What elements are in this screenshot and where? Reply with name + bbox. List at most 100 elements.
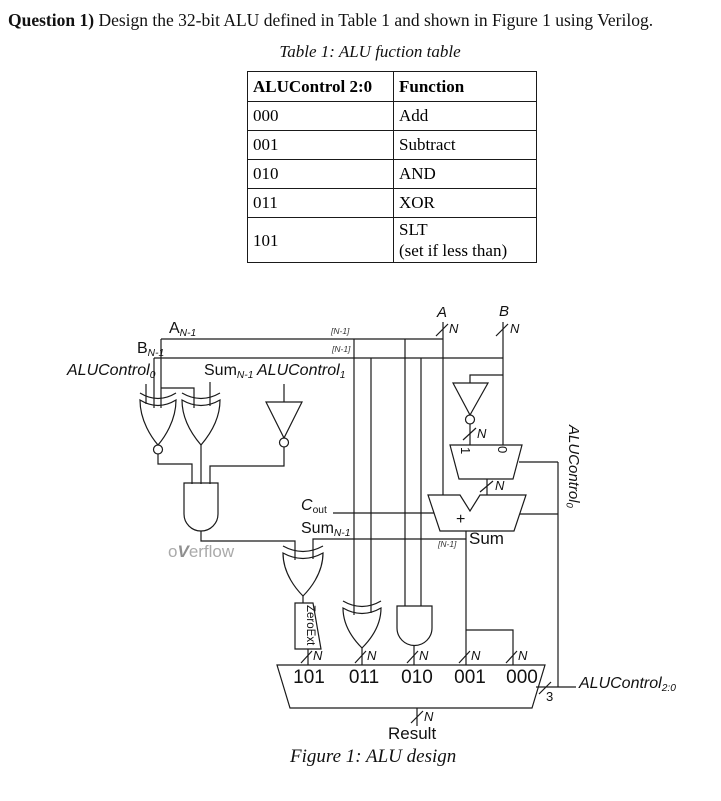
overflow-label: oVerflow xyxy=(168,543,234,561)
table-row: 101 SLT(set if less than) xyxy=(247,217,537,263)
b-msb-sub: N-1 xyxy=(147,347,165,359)
xnor-gate-input-arc xyxy=(139,392,177,400)
slash xyxy=(354,650,367,664)
bus-width-n: N xyxy=(477,426,487,441)
cell-func: Add xyxy=(393,101,537,131)
table-caption: Table 1: ALU fuction table xyxy=(279,42,461,61)
slash xyxy=(462,427,477,441)
question-text: Design the 32-bit ALU defined in Table 1… xyxy=(94,10,654,30)
not-gate-b xyxy=(452,382,490,417)
result-mux xyxy=(276,664,546,709)
cell-code: 001 xyxy=(247,130,394,160)
question-header: Question 1) Design the 32-bit ALU define… xyxy=(8,10,653,31)
alucontrol0-vert-sub: 0 xyxy=(563,502,575,508)
xnor-bubble xyxy=(152,444,164,455)
bus-width-n: N xyxy=(449,321,459,336)
alucontrol0-label: ALUControl0 xyxy=(67,362,156,381)
cell-func: SLT (set if less than) xyxy=(393,217,537,263)
slash xyxy=(495,323,509,337)
alucontrol0-sub: 0 xyxy=(149,369,156,381)
table-row: 000 Add xyxy=(247,101,537,131)
wire xyxy=(209,447,285,484)
cell-func: Subtract xyxy=(393,130,537,160)
overflow-rest: erflow xyxy=(188,542,235,561)
slash xyxy=(538,681,552,695)
and-010-gate xyxy=(396,605,433,647)
wire xyxy=(469,374,503,383)
mux1-input-0-label: 0 xyxy=(495,446,510,454)
figure-caption: Figure 1: ALU design xyxy=(290,746,457,767)
not-bubble-b xyxy=(464,414,476,425)
wire xyxy=(161,387,195,408)
alu-function-table: ALUControl 2:0 Function 000 Add 001 Subt… xyxy=(247,71,537,263)
xor-top-input-arc xyxy=(181,392,221,400)
alucontrol1-main: ALUControl xyxy=(257,362,340,379)
b-msb-label: BN-1 xyxy=(137,340,165,359)
slash xyxy=(458,650,471,664)
table-row: 011 XOR xyxy=(247,188,537,218)
mux-input-000-label: 000 xyxy=(506,667,538,688)
alucontrol20-sub: 2:0 xyxy=(661,682,676,694)
overflow-v: V xyxy=(177,542,189,561)
msb-tap-label: [N-1] xyxy=(331,326,350,336)
xor-top-gate xyxy=(181,398,221,446)
slash xyxy=(479,480,494,493)
bus-width-n: N xyxy=(419,648,429,663)
msb-tap-label: [N-1] xyxy=(332,344,351,354)
bus-width-n: N xyxy=(313,648,323,663)
alucontrol20-main: ALUControl xyxy=(579,675,662,692)
slash xyxy=(406,650,419,664)
sum-msb-sub: N-1 xyxy=(236,369,254,381)
gates xyxy=(139,382,546,709)
col-header-function: Function xyxy=(393,71,537,102)
slash xyxy=(435,323,449,337)
zeroext-label: ZeroExt xyxy=(304,605,316,646)
col-header-alucontrol: ALUControl 2:0 xyxy=(247,71,394,102)
wires xyxy=(145,322,576,726)
sum-msb-label: SumN-1 xyxy=(204,362,254,381)
and-gate-overflow xyxy=(183,482,219,532)
cell-func-line2: (set if less than) xyxy=(399,241,508,260)
bus-width-slashes xyxy=(300,323,552,724)
cell-code: 010 xyxy=(247,159,394,189)
mux-input-010-label: 010 xyxy=(401,667,433,688)
adder-plus: + xyxy=(456,511,466,528)
slash xyxy=(300,650,313,664)
not-gate-alucontrol1 xyxy=(265,401,303,440)
bus-width-n: N xyxy=(471,648,481,663)
wire xyxy=(312,538,466,559)
b-msb-main: B xyxy=(137,340,148,357)
xor-slt-input-arc xyxy=(282,545,324,553)
sum-msb2-main: Sum xyxy=(301,520,334,537)
sum-msb2-sub: N-1 xyxy=(333,527,351,539)
wire xyxy=(200,531,296,560)
table-header-row: ALUControl 2:0 Function xyxy=(247,71,537,102)
input-b-label: B xyxy=(499,303,510,320)
overflow-o: o xyxy=(168,542,178,561)
a-msb-main: A xyxy=(169,320,180,337)
mux-input-001-label: 001 xyxy=(454,667,486,688)
xor-slt-gate xyxy=(282,551,324,597)
a-msb-label: AN-1 xyxy=(169,320,196,338)
mux-input-101-label: 101 xyxy=(293,667,325,688)
alucontrol1-sub: 1 xyxy=(339,369,346,381)
xor-011-input-arc xyxy=(342,600,382,608)
msb-tap-label: [N-1] xyxy=(438,539,457,549)
slash xyxy=(505,650,518,664)
select-width-label: 3 xyxy=(546,689,554,704)
cell-func-line1: SLT xyxy=(399,220,428,239)
sum-msb-main: Sum xyxy=(204,362,237,379)
input-a-label: A xyxy=(437,304,448,321)
sum-output-label: Sum xyxy=(469,529,504,548)
alucontrol0-vertical-label: ALUControl0 xyxy=(563,425,582,508)
mux-input-011-label: 011 xyxy=(348,667,380,688)
bus-width-n: N xyxy=(367,648,377,663)
b-select-mux xyxy=(449,444,523,480)
not-bubble-alucontrol1 xyxy=(278,437,290,448)
sum-msb2-label: SumN-1 xyxy=(301,520,351,539)
bus-width-n: N xyxy=(510,321,520,336)
slash xyxy=(410,710,424,724)
alucontrol0-vert-main: ALUControl xyxy=(565,425,582,503)
